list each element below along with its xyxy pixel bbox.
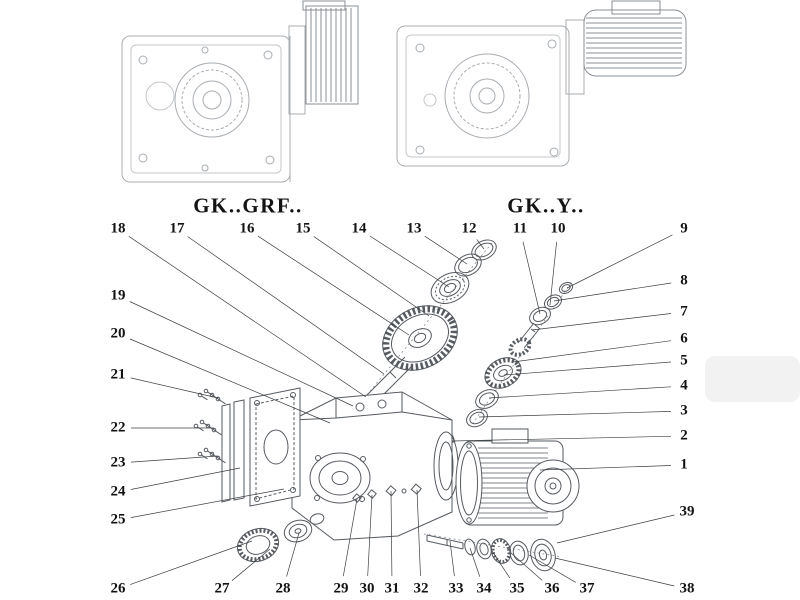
part-number-4: 4 bbox=[680, 377, 688, 394]
variant-label-gk-grf: GK..GRF.. bbox=[193, 193, 303, 218]
motor-illustration bbox=[583, 0, 687, 77]
leader-line-14 bbox=[369, 235, 450, 288]
gear-housing bbox=[291, 391, 459, 541]
output-shaft-parts bbox=[426, 534, 556, 572]
leader-line-20 bbox=[129, 338, 331, 424]
leader-line-27 bbox=[231, 548, 271, 581]
leader-line-11 bbox=[522, 241, 541, 315]
watermark-smudge bbox=[705, 356, 800, 402]
motor bbox=[455, 428, 580, 526]
leader-line-1 bbox=[539, 465, 672, 471]
leader-line-35 bbox=[491, 550, 511, 579]
part-number-10: 10 bbox=[550, 220, 566, 237]
fin-block bbox=[302, 0, 359, 105]
leader-line-24 bbox=[130, 467, 241, 490]
leader-line-15 bbox=[313, 236, 430, 317]
part-number-12: 12 bbox=[461, 220, 477, 237]
part-number-15: 15 bbox=[295, 220, 311, 237]
part-number-38: 38 bbox=[679, 580, 695, 597]
gearbox-grf-illustration bbox=[121, 0, 359, 183]
part-number-8: 8 bbox=[680, 272, 688, 289]
part-number-28: 28 bbox=[275, 580, 291, 597]
gearbox-y-illustration bbox=[396, 0, 687, 167]
part-number-37: 37 bbox=[579, 580, 595, 597]
part-number-27: 27 bbox=[214, 580, 230, 597]
part-number-33: 33 bbox=[448, 580, 464, 597]
part-number-23: 23 bbox=[110, 454, 126, 471]
leader-line-19 bbox=[129, 301, 354, 407]
leader-line-26 bbox=[130, 540, 253, 585]
part-number-26: 26 bbox=[110, 580, 126, 597]
part-number-29: 29 bbox=[333, 580, 349, 597]
leader-line-12 bbox=[476, 239, 485, 250]
leader-line-17 bbox=[187, 236, 385, 375]
leader-line-10 bbox=[549, 241, 557, 306]
leader-line-4 bbox=[488, 386, 672, 399]
part-number-7: 7 bbox=[680, 303, 688, 320]
leader-line-18 bbox=[128, 236, 367, 398]
leader-line-13 bbox=[424, 235, 468, 265]
part-number-24: 24 bbox=[110, 483, 126, 500]
leader-line-34 bbox=[469, 547, 481, 577]
part-number-5: 5 bbox=[680, 352, 688, 369]
part-number-16: 16 bbox=[239, 220, 255, 237]
part-number-11: 11 bbox=[512, 220, 528, 237]
part-number-22: 22 bbox=[110, 419, 126, 436]
part-number-14: 14 bbox=[351, 220, 367, 237]
leader-line-31 bbox=[390, 490, 393, 577]
leader-line-39 bbox=[556, 514, 675, 544]
bearing-cover-parts bbox=[236, 513, 325, 563]
leader-line-2 bbox=[451, 435, 672, 442]
leader-line-29 bbox=[342, 498, 358, 577]
leader-line-23 bbox=[130, 455, 219, 463]
small-fastener-parts bbox=[352, 483, 422, 503]
part-number-34: 34 bbox=[476, 580, 492, 597]
leader-line-6 bbox=[512, 340, 672, 363]
part-number-35: 35 bbox=[509, 580, 525, 597]
leader-line-30 bbox=[367, 494, 373, 577]
leader-line-32 bbox=[416, 489, 421, 577]
part-number-20: 20 bbox=[110, 325, 126, 342]
part-number-9: 9 bbox=[680, 220, 688, 237]
part-number-36: 36 bbox=[544, 580, 560, 597]
leader-line-7 bbox=[531, 313, 672, 331]
leader-line-9 bbox=[566, 234, 673, 289]
leader-line-38 bbox=[554, 557, 675, 587]
part-number-17: 17 bbox=[169, 220, 185, 237]
part-number-1: 1 bbox=[680, 456, 688, 473]
part-number-30: 30 bbox=[359, 580, 375, 597]
part-number-32: 32 bbox=[413, 580, 429, 597]
leader-line-36 bbox=[510, 552, 543, 581]
part-number-19: 19 bbox=[110, 287, 126, 304]
leader-line-16 bbox=[257, 235, 410, 336]
leader-line-21 bbox=[130, 377, 219, 399]
part-number-6: 6 bbox=[680, 330, 688, 347]
leader-line-37 bbox=[528, 554, 576, 583]
leader-line-28 bbox=[286, 532, 300, 577]
input-pinion-parts bbox=[444, 281, 574, 445]
part-number-18: 18 bbox=[110, 220, 126, 237]
exploded-view bbox=[193, 239, 580, 572]
part-number-21: 21 bbox=[110, 366, 126, 383]
part-number-25: 25 bbox=[110, 511, 126, 528]
leader-line-33 bbox=[449, 540, 455, 577]
variant-label-gk-y: GK..Y.. bbox=[507, 193, 585, 218]
leader-line-3 bbox=[478, 411, 672, 418]
side-flange-parts bbox=[193, 387, 301, 507]
leader-line-5 bbox=[503, 361, 672, 376]
part-number-31: 31 bbox=[384, 580, 400, 597]
leader-lines bbox=[128, 234, 675, 587]
leader-line-25 bbox=[130, 488, 285, 518]
part-number-2: 2 bbox=[680, 427, 688, 444]
leader-line-8 bbox=[553, 282, 672, 302]
part-number-3: 3 bbox=[680, 402, 688, 419]
part-number-39: 39 bbox=[679, 503, 695, 520]
intermediate-gear-parts bbox=[382, 239, 497, 371]
part-number-13: 13 bbox=[406, 220, 422, 237]
